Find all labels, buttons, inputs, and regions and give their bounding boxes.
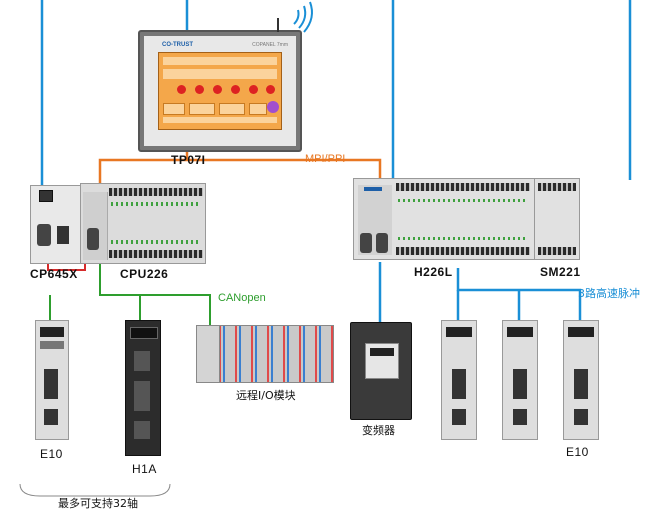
db9-port-icon: [376, 233, 388, 253]
terminal-strip-top: [538, 183, 576, 191]
hmi-button: [189, 103, 215, 115]
hmi-button: [219, 103, 245, 115]
terminal-strip-top: [109, 188, 203, 196]
servo-display: [130, 327, 158, 339]
db9-port-icon: [87, 228, 99, 250]
wave-1: [293, 9, 300, 25]
lamp-icon: [249, 85, 258, 94]
terminal-strip-top: [396, 183, 530, 191]
wave-3: [303, 1, 313, 33]
sm221-label: SM221: [540, 265, 581, 279]
io-led-top: [398, 199, 528, 202]
servo-drive-e10-left: [35, 320, 69, 440]
servo-connector: [134, 351, 150, 371]
lamp-icon: [177, 85, 186, 94]
hmi-tp07i: CO-TRUST COPANEL 7mm: [138, 18, 302, 152]
hmi-lamp-row: [163, 83, 277, 97]
servo-display: [40, 327, 64, 337]
servo-connector: [513, 369, 527, 399]
remote-io-label: 远程I/O模块: [236, 389, 296, 402]
io-led-bottom: [111, 240, 201, 244]
servo-connector: [574, 369, 588, 399]
wave-2: [298, 5, 307, 29]
hmi-footer-bar: [163, 117, 277, 123]
io-head-unit: [197, 326, 220, 382]
lamp-icon: [266, 85, 275, 94]
servo-keypad: [40, 341, 64, 349]
io-led-top: [111, 202, 201, 206]
db9-port-icon: [37, 224, 51, 246]
io-led-bottom: [398, 237, 528, 240]
cpu-brand-panel: [83, 192, 108, 260]
hmi-label: TP07I: [171, 153, 206, 167]
servo-connector: [134, 421, 150, 439]
terminal-strip-bottom: [396, 247, 530, 255]
canopen-links: [49, 262, 211, 330]
servo-display: [568, 327, 594, 337]
inverter-label: 变频器: [362, 424, 395, 437]
h226l-plc: [353, 178, 535, 260]
h226l-brand-panel: [358, 185, 392, 255]
servo-connector: [452, 369, 466, 399]
servo-connector: [452, 409, 466, 425]
cpu226-plc: [80, 183, 206, 264]
lamp-icon: [231, 85, 240, 94]
mpi-label: MPI/PPI: [305, 153, 346, 165]
servo-connector: [134, 381, 150, 411]
servo-display: [507, 327, 533, 337]
brand-tag: [364, 187, 382, 191]
max-axes-note: 最多可支持32轴: [58, 497, 138, 510]
servo-connector: [574, 409, 588, 425]
ethernet-links: [40, 0, 632, 322]
servo-connector: [44, 369, 58, 399]
lamp-icon: [195, 85, 204, 94]
antenna-waves: [293, 1, 313, 33]
mpi-bus: [98, 158, 382, 186]
servo-connector: [44, 409, 58, 425]
inverter-drive: [350, 322, 412, 420]
hmi-bezel: CO-TRUST COPANEL 7mm: [144, 36, 296, 146]
servo-e10-left-label: E10: [40, 447, 63, 461]
cp645x-label: CP645X: [30, 267, 78, 281]
hmi-brand-sub: COPANEL 7mm: [252, 42, 288, 48]
cp645x-module: [30, 185, 82, 264]
hmi-status-row: [163, 57, 277, 65]
module-led-strip: [57, 226, 69, 244]
cpu226-label: CPU226: [120, 267, 169, 281]
canopen-bus: [99, 262, 211, 330]
hmi-button: [249, 103, 267, 115]
servo-drive-right-3: [563, 320, 599, 440]
sm221-module: [534, 178, 580, 260]
canopen-label: CANopen: [218, 292, 266, 304]
terminal-strip-bottom: [109, 250, 203, 258]
hmi-input-row: [163, 69, 277, 79]
inverter-keypad: [365, 343, 399, 379]
pulse-label: 3路高速脉冲: [578, 287, 640, 300]
hmi-screen: [158, 52, 282, 130]
servo-display: [446, 327, 472, 337]
hmi-brand-logo: CO-TRUST: [162, 42, 193, 48]
servo-drive-right-2: [502, 320, 538, 440]
servo-e10-right-label: E10: [566, 445, 589, 459]
inverter-display: [370, 348, 394, 356]
hmi-round-button: [267, 101, 279, 113]
antenna-icon: [277, 18, 279, 32]
lamp-icon: [213, 85, 222, 94]
terminal-strip-bottom: [538, 247, 576, 255]
remote-io-module: [196, 325, 334, 383]
hmi-button: [163, 103, 185, 115]
servo-h1a-label: H1A: [132, 462, 157, 476]
servo-connector: [513, 409, 527, 425]
ethernet-port-icon: [39, 190, 53, 202]
db9-port-icon: [360, 233, 372, 253]
h226l-label: H226L: [414, 265, 453, 279]
axes-brace: [19, 483, 171, 497]
hmi-button-row: [163, 101, 279, 115]
servo-drive-right-1: [441, 320, 477, 440]
servo-drive-h1a: [125, 320, 161, 456]
